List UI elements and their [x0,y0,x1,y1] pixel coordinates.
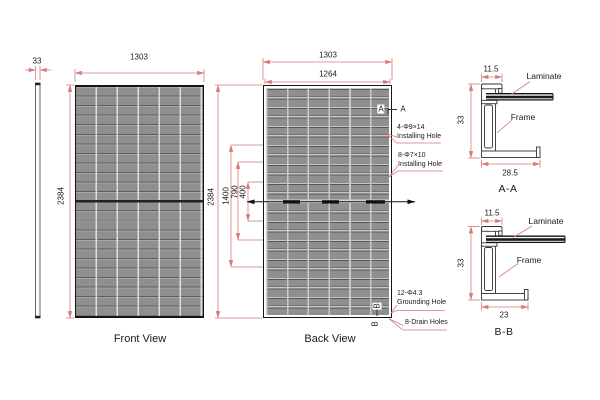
section-aa-profile [481,83,541,158]
bb-top-width-dim: 11.5 [484,208,500,218]
section-bb-laminate [486,235,566,244]
aa-caption: A-A [498,183,518,195]
bb-height-dim: 33 [456,258,466,268]
installing-hole-top-name: Installing Hole [397,132,441,140]
back-width-inner-dim: 1264 [319,69,337,79]
aa-top-width-dim: 11.5 [483,64,499,74]
front-height-dim: 2384 [56,187,66,205]
section-a-marker-left: A [377,104,385,114]
section-a-marker-right: A [400,104,406,114]
section-aa-laminate [486,93,554,101]
bb-laminate-label: Laminate [528,216,564,226]
back-dim-400: 400 [238,185,248,199]
section-b-marker-bottom: B [370,321,380,327]
back-view-label: Back View [304,333,356,345]
bb-caption: B-B [494,325,514,338]
aa-laminate-label: Laminate [526,71,562,81]
bb-frame-label: Frame [516,255,542,265]
dimension-lines [25,58,541,331]
front-view-panel [75,85,204,318]
grounding-hole-name: Grounding Hole [397,298,447,306]
back-width-outer-dim: 1303 [319,50,337,60]
back-dim-1400: 1400 [221,187,231,205]
front-width-dim: 1303 [130,52,148,62]
bb-bottom-width-dim: 23 [499,310,509,319]
installing-hole-mid-spec: 8-Φ7×10 [398,151,426,159]
section-bb-profile [481,226,529,301]
drain-holes-name: 8-Drain Holes [405,318,448,326]
grounding-hole-spec: 12-Φ4.3 [397,289,423,297]
back-height-dim: 2384 [206,188,216,206]
side-thickness-dim: 33 [32,56,42,66]
installing-hole-top-spec: 4-Φ9×14 [397,123,425,131]
section-b-marker-top: B [372,302,382,310]
front-view-label: Front View [113,333,167,345]
aa-height-dim: 33 [456,115,466,125]
aa-bottom-width-dim: 28.5 [502,168,518,177]
side-view-profile [35,82,41,319]
mounting-centerline [246,199,416,205]
installing-hole-mid-name: Installing Hole [398,160,442,168]
aa-frame-label: Frame [510,111,536,122]
